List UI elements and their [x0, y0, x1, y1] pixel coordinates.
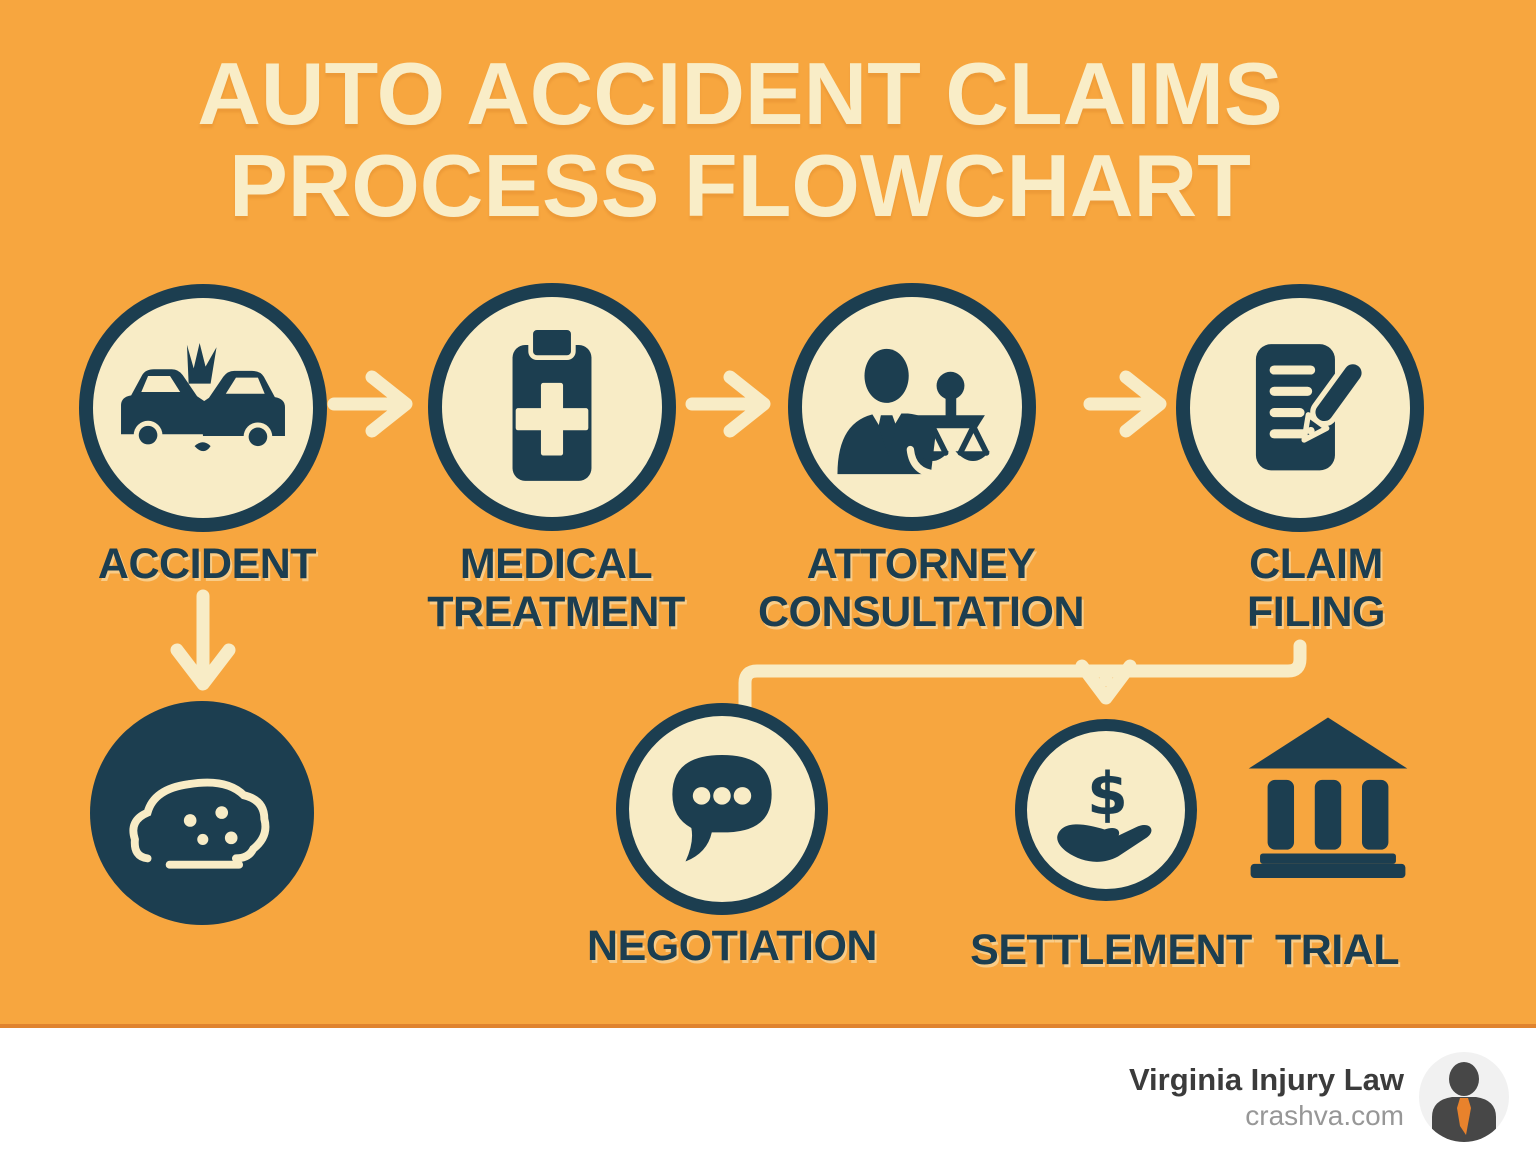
footer-brand: Virginia Injury Law	[1128, 1062, 1404, 1097]
step-circle-claim-filing	[1176, 284, 1424, 532]
step-circle-attorney-consultation	[788, 283, 1036, 531]
damaged-vehicle-icon	[129, 778, 270, 869]
svg-text:$: $	[1087, 761, 1128, 829]
step-label-accident: ACCIDENT	[97, 540, 317, 588]
courthouse-icon	[1248, 717, 1408, 878]
car-crash-icon	[121, 342, 285, 451]
step-circle-settlement: $	[1015, 719, 1197, 901]
page-title-line1: AUTO ACCIDENT CLAIMS	[197, 44, 1283, 143]
step-circle-medical-treatment	[428, 283, 676, 531]
medical-clipboard-cross-icon	[512, 326, 592, 481]
step-label-negotiation: NEGOTIATION	[587, 922, 877, 970]
footer-divider	[0, 1024, 1536, 1028]
attorney-scales-icon	[837, 348, 990, 478]
person-with-tie-logo	[1419, 1052, 1509, 1142]
page-title: AUTO ACCIDENT CLAIMS PROCESS FLOWCHART	[0, 44, 1480, 236]
step-circle-negotiation	[616, 703, 828, 915]
footer-url: crashva.com	[1245, 1100, 1404, 1131]
step-label-claim-filing: CLAIM FILING	[1247, 540, 1385, 637]
hand-dollar-icon: $	[1057, 761, 1152, 862]
step-label-settlement: SETTLEMENT	[970, 926, 1252, 974]
elbow-claim-to-negotiation	[738, 639, 1307, 721]
step-label-attorney-consultation: ATTORNEY CONSULTATION	[757, 540, 1085, 637]
speech-bubble-icon	[672, 754, 772, 862]
step-label-trial: TRIAL	[1274, 926, 1400, 974]
document-pencil-icon	[1255, 344, 1367, 471]
step-label-medical-treatment: MEDICAL TREATMENT	[427, 540, 685, 637]
footer: Virginia Injury Law crashva.com	[0, 1028, 1536, 1154]
page-title-line2: PROCESS FLOWCHART	[229, 136, 1251, 236]
step-circle-vehicle-damage	[90, 701, 314, 925]
step-circle-accident	[79, 284, 327, 532]
